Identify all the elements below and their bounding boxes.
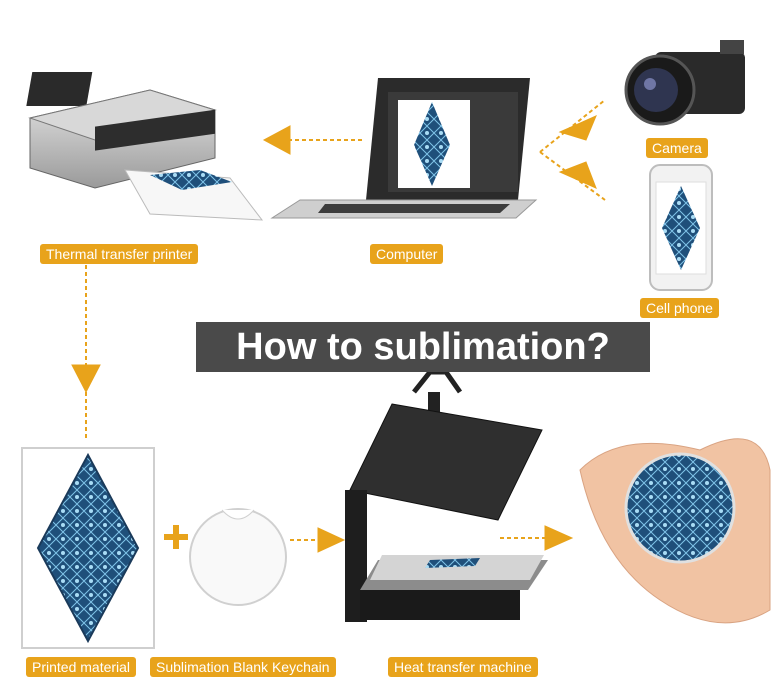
- arrow-head-press: [317, 527, 346, 553]
- plus-vertical: [173, 525, 179, 549]
- camera-image: [624, 40, 745, 126]
- keychain-blank-image: [189, 508, 287, 606]
- camera-label: Camera: [646, 138, 708, 158]
- arrow-head-result: [544, 525, 574, 551]
- computer-image: [270, 78, 538, 219]
- arrow-head-material: [71, 364, 101, 394]
- page-title: How to sublimation?: [196, 322, 650, 372]
- keychain-label: Sublimation Blank Keychain: [150, 657, 336, 677]
- printed-material-label: Printed material: [26, 657, 137, 677]
- heat-press-label: Heat transfer machine: [388, 657, 538, 677]
- computer-label: Computer: [370, 244, 444, 264]
- printed-material-image: [21, 447, 155, 649]
- heat-press-image: [345, 369, 548, 622]
- connector-arrows: [71, 99, 606, 553]
- arrow-head-camera: [558, 115, 597, 141]
- printer-image: [26, 72, 264, 221]
- cell-phone-label: Cell phone: [640, 298, 719, 318]
- cell-phone-image: [649, 164, 713, 291]
- printer-label: Thermal transfer printer: [40, 244, 199, 264]
- hand-keychain-image: [579, 438, 771, 624]
- arrow-head-phone: [558, 161, 597, 189]
- arrow-head-printer: [262, 125, 291, 155]
